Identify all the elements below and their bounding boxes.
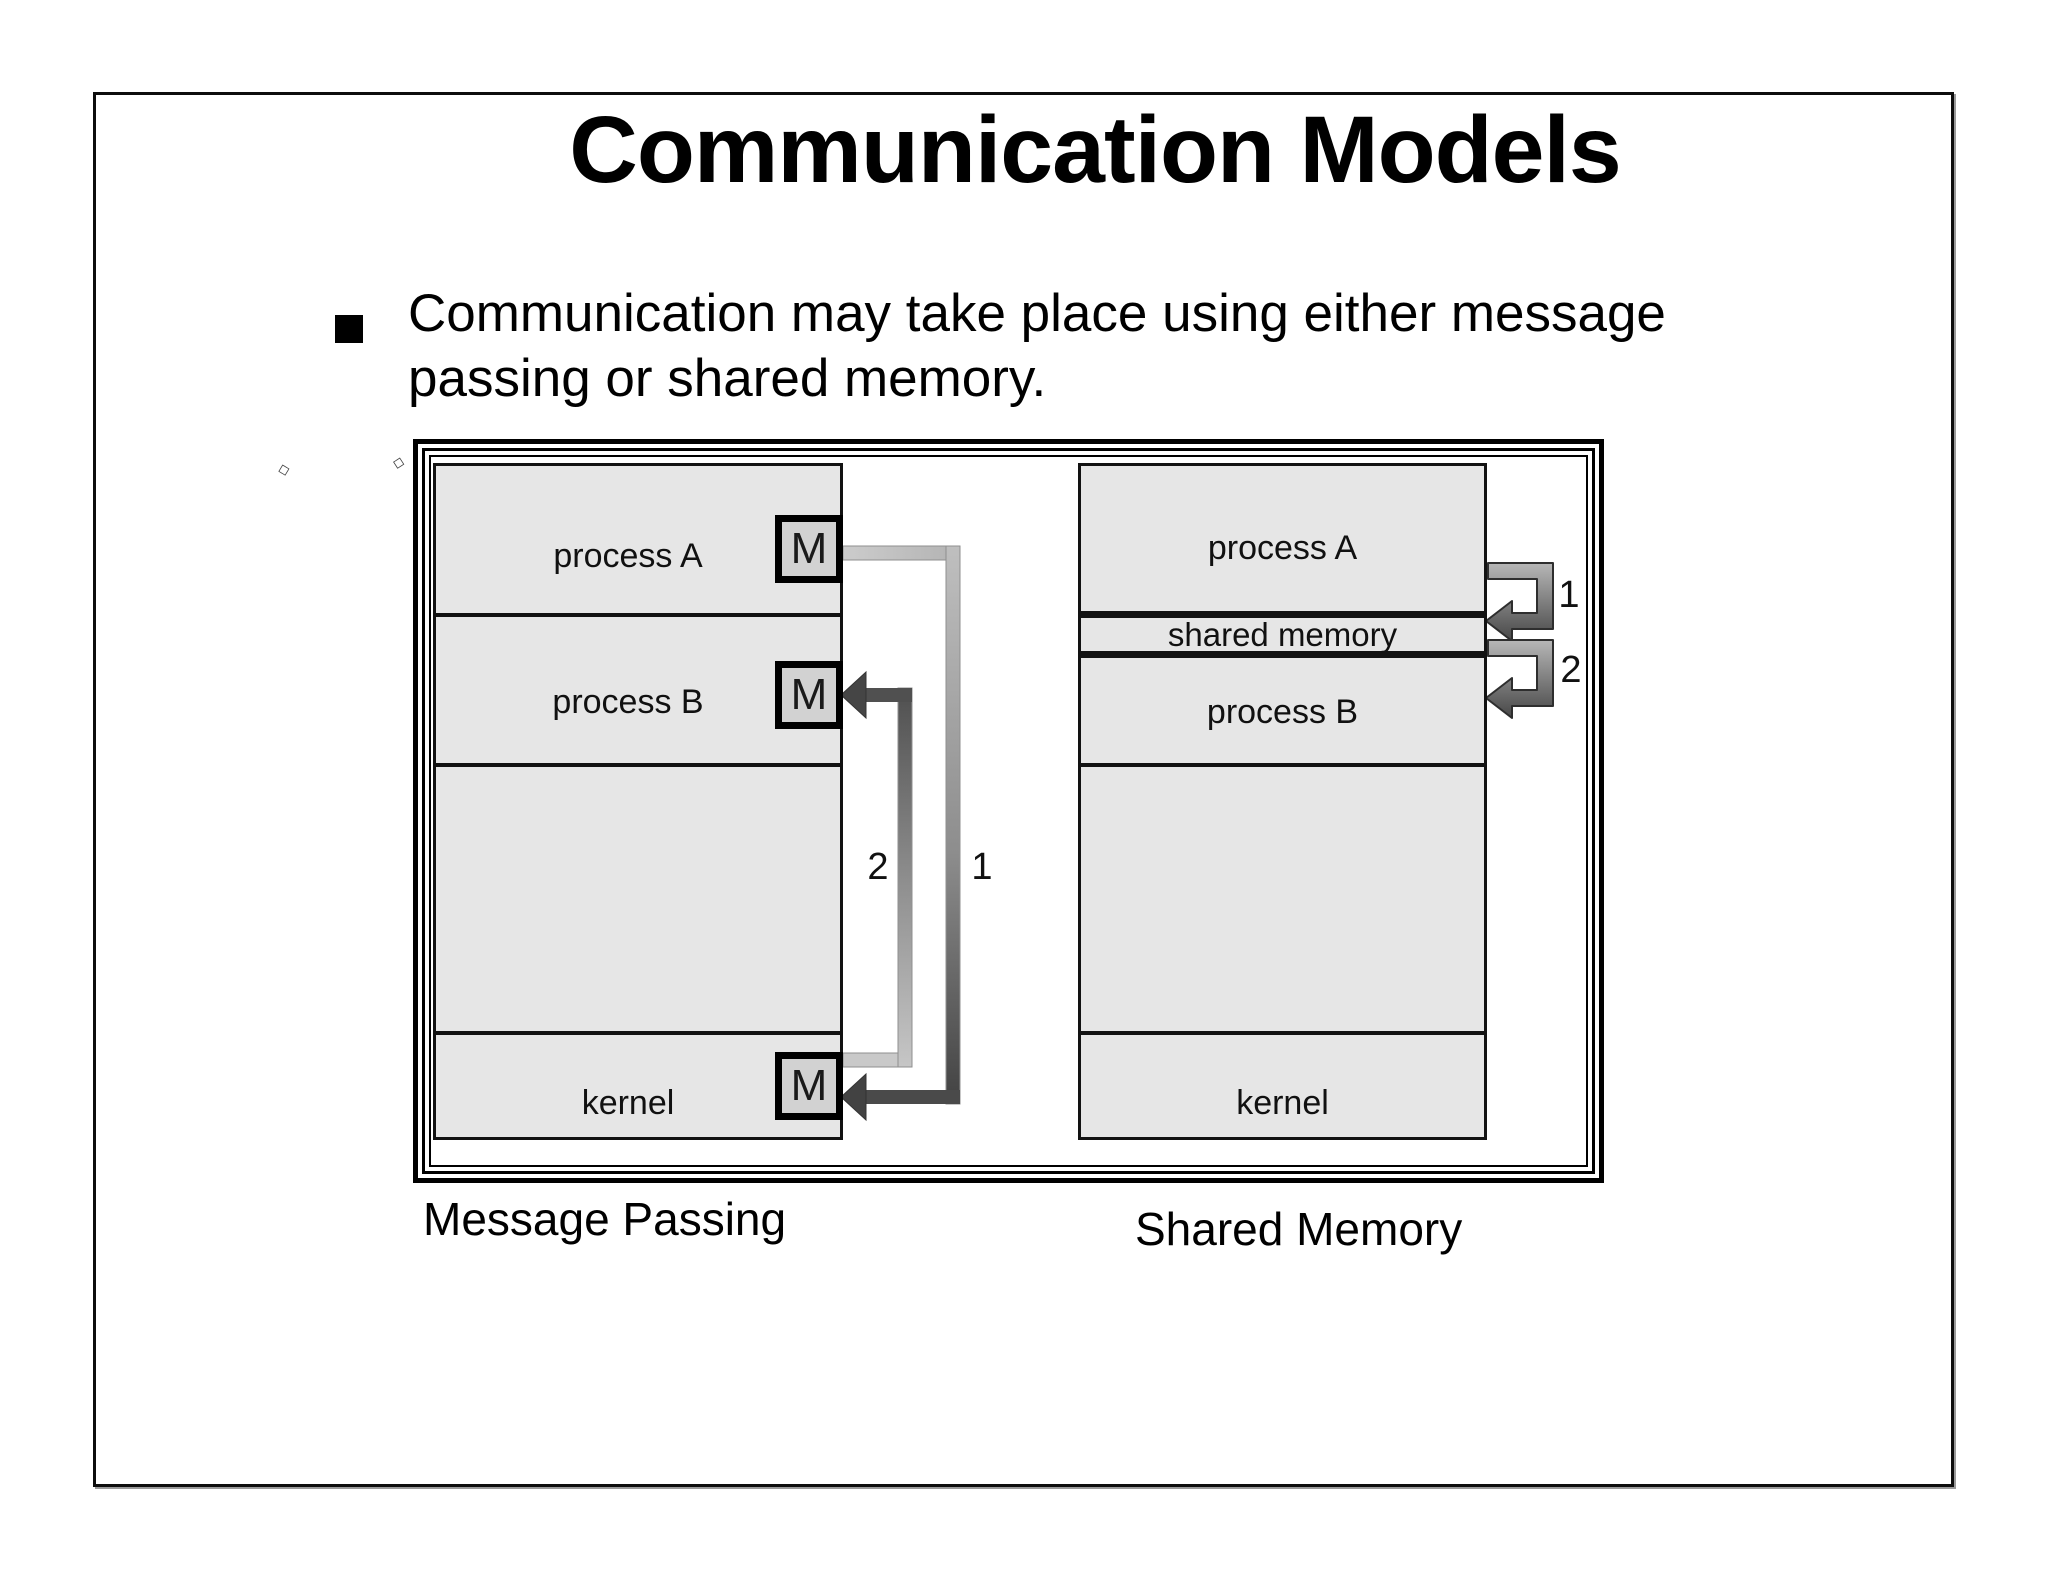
sm-process-b-label: process B [1206, 693, 1359, 731]
sm-step1-label: 1 [1558, 574, 1580, 616]
sm-arrow-step1 [1485, 562, 1554, 642]
bullet-marker-icon [335, 315, 363, 343]
mp-kernel-label: kernel [581, 1084, 675, 1122]
mp-caption: Message Passing [423, 1193, 787, 1245]
mp-step1-label: 1 [971, 846, 993, 888]
sm-arrow-step2 [1485, 639, 1554, 719]
sm-divider-b-empty [1078, 763, 1487, 767]
sm-process-a-label: process A [1207, 529, 1358, 567]
figure-arrows-layer [840, 545, 1554, 1122]
mp-message-b-label: M [790, 670, 828, 719]
mp-arrow-step1 [840, 545, 961, 1122]
sm-memory-box [1078, 463, 1487, 1140]
sm-step2-label: 2 [1560, 649, 1582, 691]
mp-message-a-label: M [790, 524, 828, 573]
sm-kernel-label: kernel [1236, 1084, 1329, 1122]
mp-message-box-b: M [775, 661, 843, 729]
sm-band-top-line [1078, 611, 1487, 618]
mp-process-a-label: process A [553, 537, 703, 575]
mp-message-box-a: M [775, 515, 843, 583]
mp-divider-b-empty [433, 763, 843, 767]
diamond-mark-icon: ◇ [391, 452, 407, 473]
figure-frame-mid [422, 448, 1595, 1174]
mp-divider-kernel [433, 1031, 843, 1035]
sm-band-label: shared memory [1167, 616, 1398, 653]
mp-message-box-kernel: M [775, 1052, 843, 1120]
mp-arrow-step2 [840, 670, 913, 1068]
mp-message-kernel-label: M [790, 1061, 828, 1110]
mp-step2-label: 2 [867, 846, 889, 888]
slide-border [93, 92, 1954, 1487]
sm-caption: Shared Memory [1135, 1203, 1463, 1255]
sm-band-bottom-line [1078, 651, 1487, 658]
figure-frame-inner [429, 455, 1588, 1167]
bullet-text: Communication may take place using eithe… [408, 284, 1666, 408]
slide-title: Communication Models [569, 97, 1621, 203]
mp-process-b-label: process B [552, 683, 704, 721]
sm-divider-kernel [1078, 1031, 1487, 1035]
mp-memory-box [433, 463, 843, 1140]
mp-divider-a-b [433, 613, 843, 617]
